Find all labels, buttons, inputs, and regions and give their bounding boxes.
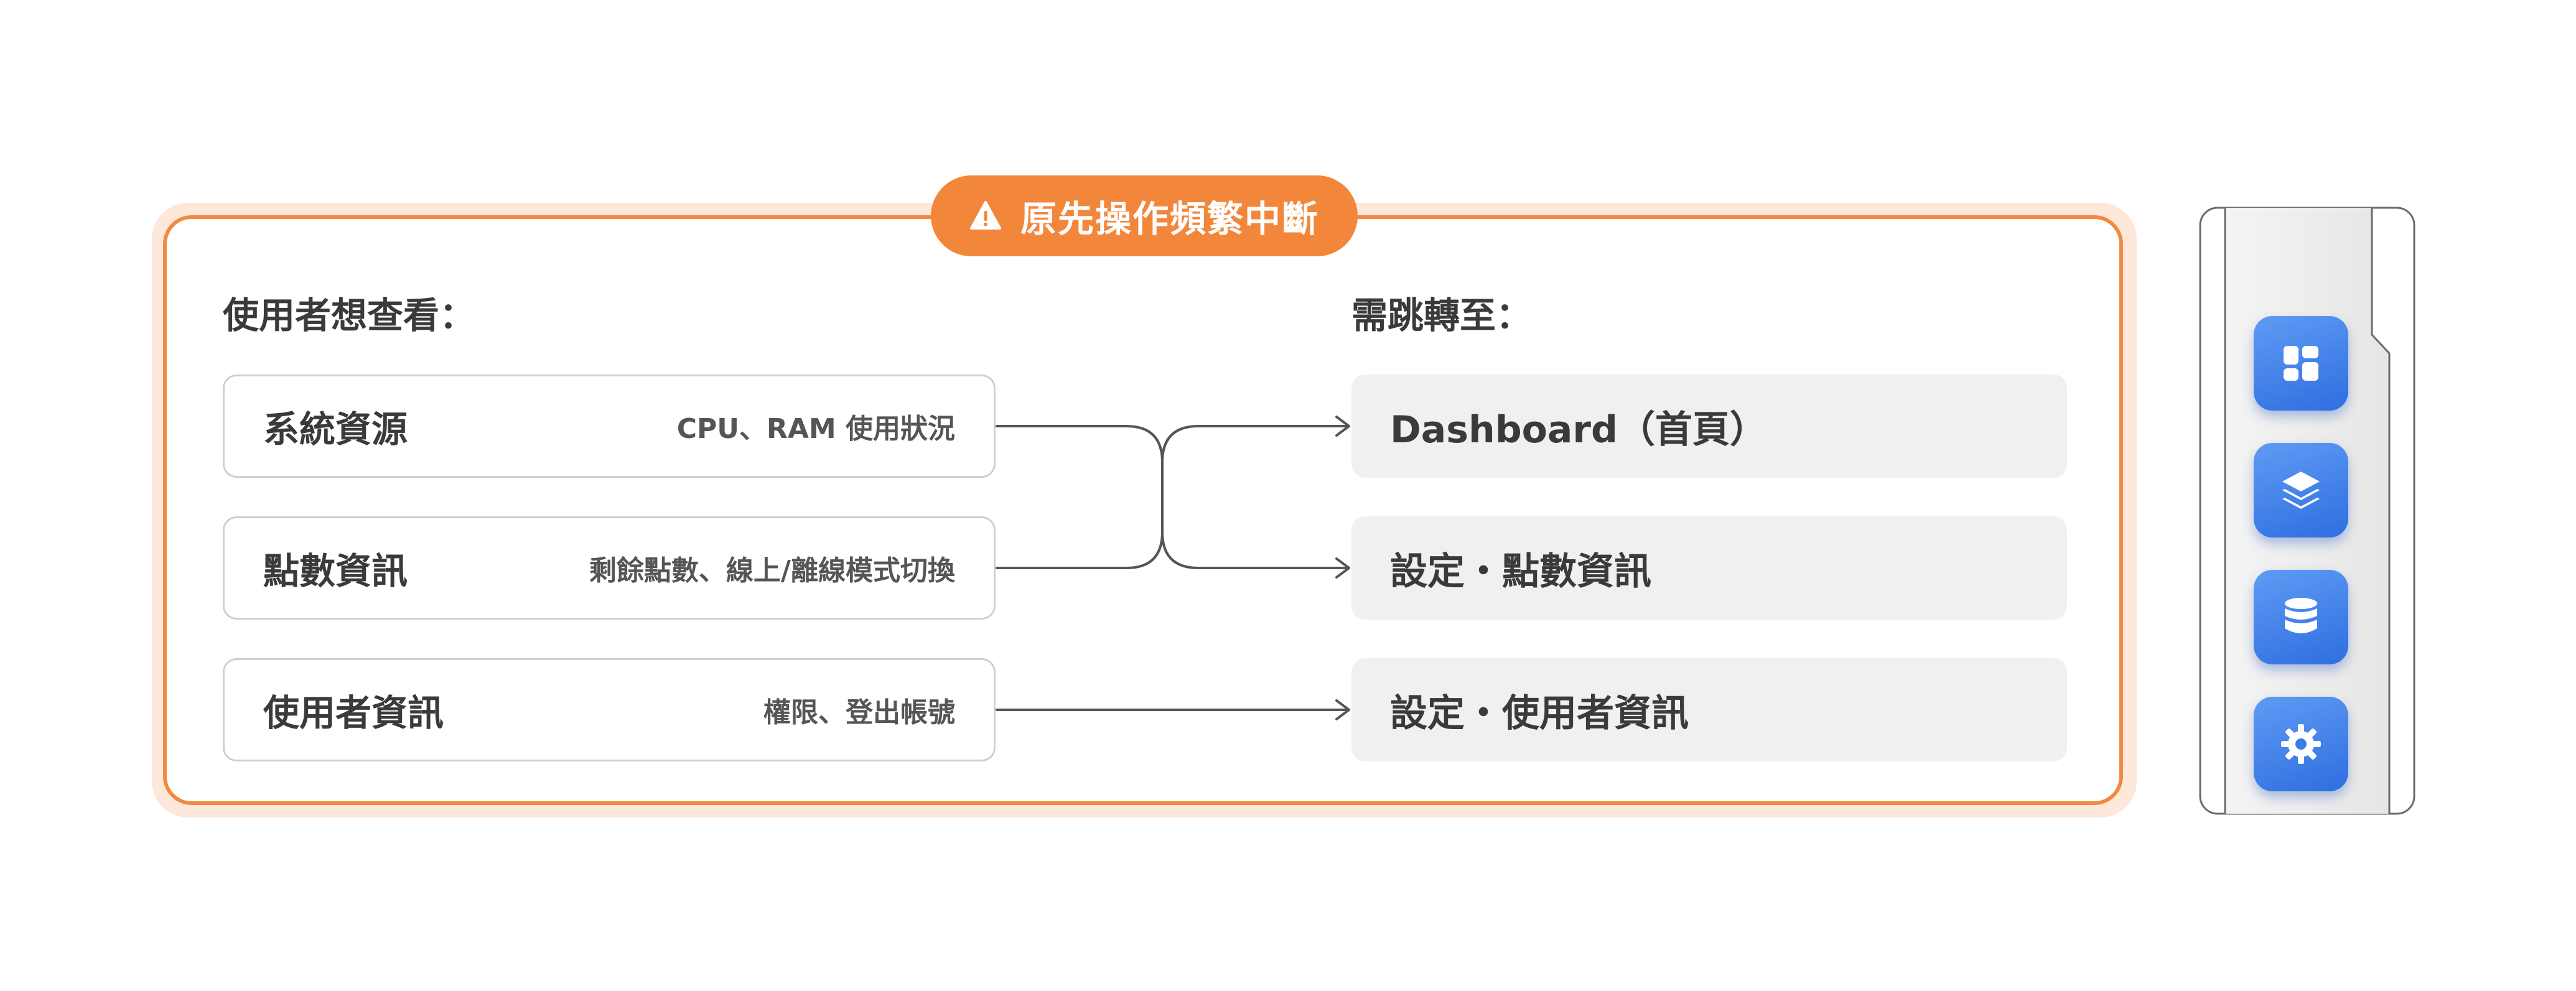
destination-settings-user: 設定・使用者資訊 xyxy=(1351,658,2067,761)
destination-label: 設定・點數資訊 xyxy=(1390,549,1651,593)
sidebar-button-layers[interactable] xyxy=(2254,443,2348,537)
gear-icon xyxy=(2281,724,2321,764)
source-title: 點數資訊 xyxy=(263,550,408,592)
sidebar-button-settings[interactable] xyxy=(2254,697,2348,791)
left-column-heading: 使用者想查看： xyxy=(223,294,476,337)
source-description: CPU、RAM 使用狀況 xyxy=(676,413,955,445)
database-icon xyxy=(2285,598,2317,633)
source-description: 權限、登出帳號 xyxy=(763,697,955,728)
source-user-info: 使用者資訊 權限、登出帳號 xyxy=(223,658,996,761)
warning-banner-label: 原先操作頻繁中斷 xyxy=(1020,198,1319,240)
destination-label: Dashboard（首頁） xyxy=(1390,407,1767,452)
warning-banner: 原先操作頻繁中斷 xyxy=(931,175,1358,256)
source-description: 剩餘點數、線上/離線模式切換 xyxy=(589,555,955,587)
sidebar-mockup xyxy=(2199,207,2415,815)
source-system-resources: 系統資源 CPU、RAM 使用狀況 xyxy=(223,375,996,478)
right-column-heading: 需跳轉至： xyxy=(1351,294,1533,337)
warning-icon xyxy=(969,201,1001,230)
destination-label: 設定・使用者資訊 xyxy=(1390,691,1689,735)
dashboard-icon xyxy=(2284,346,2318,381)
source-points-info: 點數資訊 剩餘點數、線上/離線模式切換 xyxy=(223,516,996,620)
sidebar-button-dashboard[interactable] xyxy=(2254,316,2348,411)
layers-icon xyxy=(2282,472,2320,509)
destination-settings-points: 設定・點數資訊 xyxy=(1351,516,2067,620)
source-title: 使用者資訊 xyxy=(263,692,444,734)
destination-dashboard: Dashboard（首頁） xyxy=(1351,375,2067,478)
source-title: 系統資源 xyxy=(263,408,408,450)
sidebar-button-database[interactable] xyxy=(2254,570,2348,664)
